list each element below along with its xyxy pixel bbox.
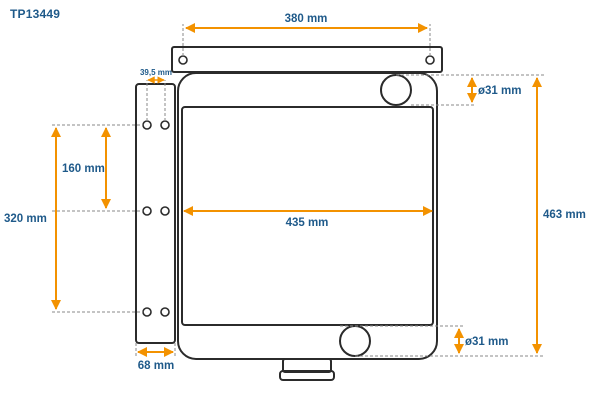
side-bracket: [135, 83, 176, 344]
label-top-port-diameter: ø31 mm: [478, 85, 521, 97]
radiator-outline: [135, 46, 443, 381]
drain-outlet-base: [279, 370, 335, 381]
extension-lines: [52, 24, 545, 357]
label-core-width: 435 mm: [286, 217, 329, 229]
side-hole-bottom-right: [160, 307, 170, 317]
dimension-lines: [51, 23, 542, 357]
side-hole-mid-left: [142, 206, 152, 216]
bottom-port: [339, 325, 371, 357]
label-hole-spacing-horizontal: 39,5 mm: [140, 68, 172, 77]
part-code: TP13449: [10, 7, 61, 21]
label-side-bracket-width: 68 mm: [138, 360, 174, 372]
label-bottom-port-diameter: ø31 mm: [465, 336, 508, 348]
side-hole-top-right: [160, 120, 170, 130]
label-bolt-pattern-height: 320 mm: [4, 213, 47, 225]
top-bracket-hole-right: [425, 55, 435, 65]
side-hole-bottom-left: [142, 307, 152, 317]
top-port: [380, 74, 412, 106]
radiator-tank-frame: [177, 72, 438, 360]
side-hole-top-left: [142, 120, 152, 130]
label-top-bracket-width: 380 mm: [285, 13, 328, 25]
dimension-labels: 380 mm 435 mm 463 mm 320 mm 160 mm 39,5 …: [4, 13, 586, 372]
label-hole-spacing-vertical: 160 mm: [62, 163, 105, 175]
radiator-core: [181, 106, 434, 326]
top-bracket: [171, 46, 443, 73]
label-overall-height: 463 mm: [543, 209, 586, 221]
top-bracket-hole-left: [178, 55, 188, 65]
side-hole-mid-right: [160, 206, 170, 216]
